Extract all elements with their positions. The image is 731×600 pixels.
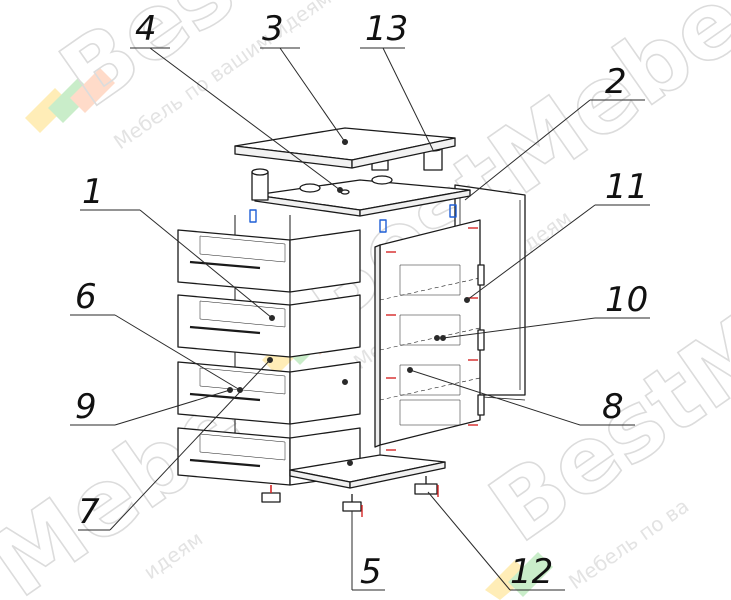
callout-2: 2	[605, 62, 627, 102]
watermark-logo-bottom-right	[485, 552, 553, 600]
drawer-3	[177, 361, 361, 425]
blue-hardware	[249, 204, 457, 233]
drawer-1	[177, 229, 361, 293]
callout-1: 1	[82, 172, 104, 212]
adjustable-feet	[261, 476, 438, 512]
callout-7: 7	[78, 492, 100, 532]
bottom-plinth	[289, 454, 446, 489]
drawer-2	[177, 294, 361, 358]
callout-9: 9	[75, 387, 97, 427]
callout-4: 4	[135, 9, 157, 49]
callout-8: 8	[602, 387, 624, 427]
callout-3: 3	[262, 9, 284, 49]
inner-top-panel	[254, 175, 471, 217]
cabinet-drawing	[177, 127, 526, 517]
callout-labels: 1 2 3 4 5 6 7 8 9 10 11 12 13	[75, 9, 648, 592]
callout-6: 6	[75, 277, 97, 317]
callout-12: 12	[510, 552, 553, 592]
watermark-logo-top-left	[25, 68, 115, 133]
side-panel-right	[374, 219, 485, 448]
callout-10: 10	[605, 280, 648, 320]
callout-11: 11	[605, 167, 648, 207]
callout-leaders	[70, 47, 650, 591]
callout-13: 13	[365, 9, 408, 49]
callout-5: 5	[360, 552, 382, 592]
